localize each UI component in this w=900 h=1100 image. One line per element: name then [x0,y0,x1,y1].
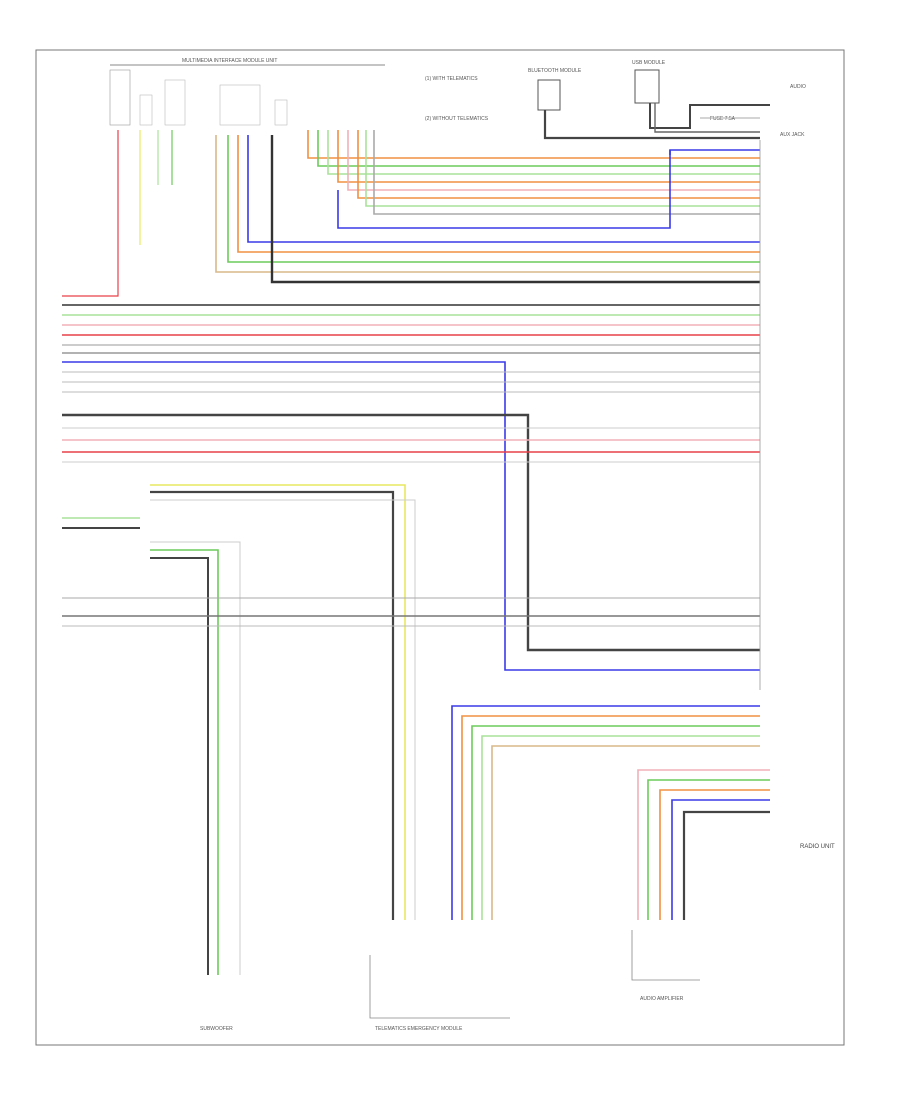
usb-module-box [634,69,660,104]
bluetooth-module-label: BLUETOOTH MODULE [528,68,582,74]
fuse-label: FUSE 7.5A [710,116,736,122]
lower-wire-group [62,413,760,652]
telematics-label: TELEMATICS EMERGENCY MODULE [375,1026,463,1032]
subwoofer-label: SUBWOOFER [200,1026,233,1032]
top-module-box [109,69,131,126]
note-1: (1) WITH TELEMATICS [425,76,478,82]
usb-module-label: USB MODULE [632,60,666,66]
mid-wire-group [215,135,760,284]
bottom-wire-group [451,705,760,920]
amplifier-label: AUDIO AMPLIFIER [640,996,684,1002]
upper-wire-group [307,130,760,229]
speaker-wire-group [62,304,760,671]
radio-unit-label: RADIO UNIT [800,844,835,850]
aux-label: AUX JACK [780,132,805,138]
top-module-label: MULTIMEDIA INTERFACE MODULE UNIT [182,58,277,64]
page-corner-label: AUDIO [790,84,806,90]
bluetooth-module-box [537,79,561,111]
amp-wire-group [637,769,770,920]
diagram-frame [35,49,845,1046]
note-2: (2) WITHOUT TELEMATICS [425,116,489,122]
